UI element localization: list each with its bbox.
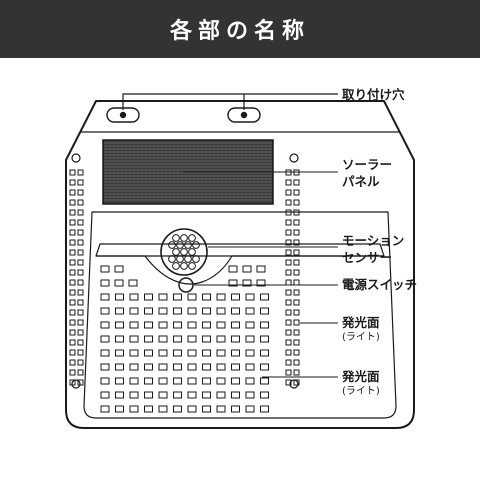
label-light-surface-1: 発光面 (ライト) [342, 315, 380, 343]
page-title: 各部の名称 [169, 19, 310, 44]
header-bar: 各部の名称 [0, 0, 480, 58]
label-solar-panel: ソーラー パネル [342, 157, 393, 189]
sensor-housing [95, 243, 385, 257]
label-light-surface-2: 発光面 (ライト) [342, 369, 380, 397]
motion-sensor [160, 228, 208, 276]
label-power-switch: 電源スイッチ [342, 277, 418, 292]
power-switch-button [178, 277, 194, 293]
inner-frame [83, 211, 397, 419]
mount-hole-left [106, 107, 140, 123]
label-motion-sensor: モーション センサー [342, 233, 405, 265]
device-body [65, 100, 415, 429]
leader-lines [183, 171, 338, 378]
mount-hole-right [227, 107, 261, 123]
lens-cover [96, 255, 384, 285]
side-led-grid [69, 169, 300, 386]
outer-housing [65, 100, 415, 429]
label-mount-hole: 取り付け穴 [342, 87, 405, 102]
front-led-grid [100, 265, 269, 413]
solar-light-diagram [65, 93, 415, 429]
